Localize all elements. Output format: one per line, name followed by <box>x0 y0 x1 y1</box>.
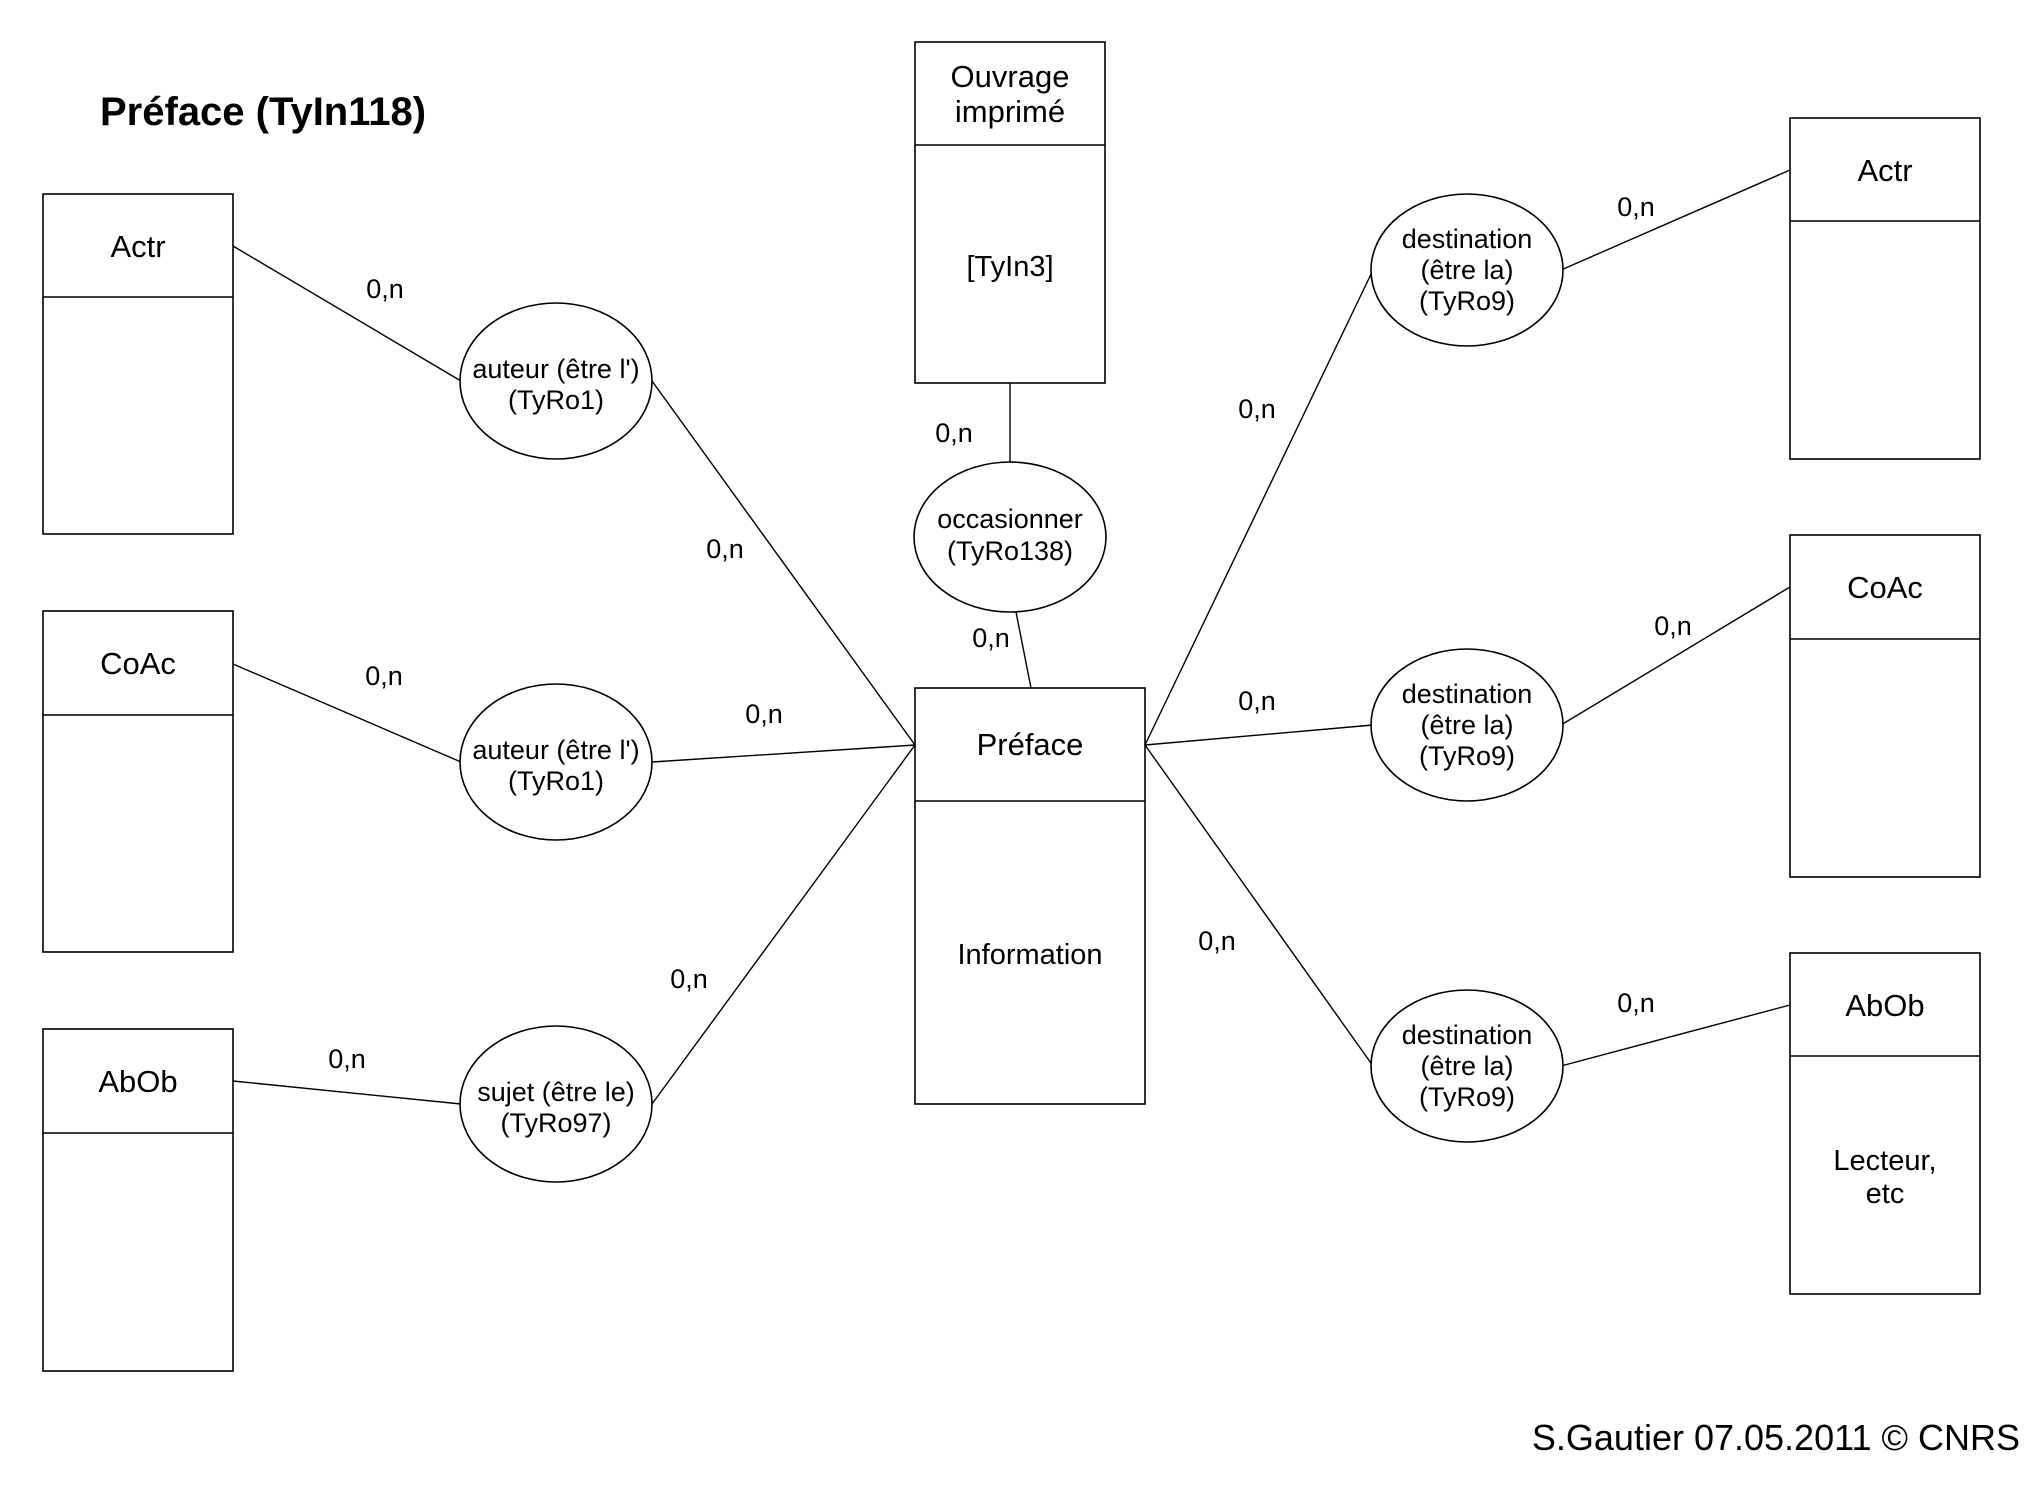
cardinality-actr-auteur: 0,n <box>366 274 404 304</box>
entity-actr-left: Actr <box>42 193 234 535</box>
entity-ouvrage-imprime: Ouvrage imprimé [TyIn3] <box>914 41 1106 384</box>
connector-preface-dest3 <box>1144 744 1374 1067</box>
relation-label-line-1: destination <box>1402 224 1533 254</box>
relation-label-line-2: (TyRo138) <box>947 536 1073 566</box>
cardinality-abob-sujet: 0,n <box>328 1044 366 1074</box>
cardinality-preface-dest1: 0,n <box>1238 394 1276 424</box>
entity-coac-right: CoAc <box>1789 534 1981 878</box>
entity-title: Préface <box>977 727 1084 762</box>
relation-label-line-2: (TyRo1) <box>508 385 604 415</box>
connector-actr-auteur <box>232 245 462 382</box>
connector-coac-auteur <box>232 663 462 763</box>
entity-attribute-line-1: Lecteur, <box>1833 1145 1936 1177</box>
connector-auteur-preface <box>651 380 916 746</box>
cardinality-coac-auteur: 0,n <box>365 661 403 691</box>
relation-label-line-2: (être la) <box>1420 710 1513 740</box>
cardinality-preface-dest2: 0,n <box>1238 686 1276 716</box>
relation-occasionner: occasionner (TyRo138) <box>913 461 1107 613</box>
relation-label-line-1: destination <box>1402 679 1533 709</box>
cardinality-dest3-abob: 0,n <box>1617 988 1655 1018</box>
entity-preface: Préface Information <box>914 687 1146 1105</box>
entity-abob-left: AbOb <box>42 1028 234 1372</box>
entity-attribute: Information <box>957 939 1102 971</box>
entity-title: AbOb <box>98 1064 177 1099</box>
connector-preface-dest1 <box>1144 269 1374 746</box>
connector-abob-sujet <box>232 1080 462 1105</box>
cardinality-sujet-preface: 0,n <box>670 964 708 994</box>
cardinality-labels: 0,n 0,n 0,n 0,n 0,n 0,n 0,n 0,n 0,n 0,n … <box>328 192 1692 1074</box>
connector-sujet-preface <box>651 744 916 1105</box>
connector-dest3-abob <box>1560 1004 1791 1067</box>
entity-actr-right: Actr <box>1789 117 1981 460</box>
relation-auteur-2: auteur (être l') (TyRo1) <box>459 683 653 841</box>
relation-label-line-1: occasionner <box>937 504 1083 534</box>
relation-label-line-2: (TyRo1) <box>508 766 604 796</box>
connectors <box>232 169 1791 1105</box>
relation-label-line-3: (TyRo9) <box>1419 741 1515 771</box>
entity-coac-left: CoAc <box>42 610 234 953</box>
relation-sujet: sujet (être le) (TyRo97) <box>459 1025 653 1183</box>
cardinality-auteur2-preface: 0,n <box>745 699 783 729</box>
entity-abob-right: AbOb Lecteur, etc <box>1789 952 1981 1295</box>
relation-label-line-1: destination <box>1402 1020 1533 1050</box>
connector-occasionner-preface <box>1015 611 1032 689</box>
connector-dest1-actr <box>1560 169 1791 271</box>
entity-title: Actr <box>1857 153 1912 188</box>
entity-title: AbOb <box>1845 988 1924 1023</box>
relation-auteur-1: auteur (être l') (TyRo1) <box>459 302 653 460</box>
relation-label-line-3: (TyRo9) <box>1419 1082 1515 1112</box>
entity-title: Actr <box>110 229 165 264</box>
relation-label-line-1: auteur (être l') <box>472 735 639 765</box>
relation-label-line-2: (TyRo97) <box>500 1108 611 1138</box>
relation-label-line-1: auteur (être l') <box>472 354 639 384</box>
cardinality-auteur-preface: 0,n <box>706 534 744 564</box>
credit-line: S.Gautier 07.05.2011 © CNRS <box>1532 1417 2020 1458</box>
relation-label-line-2: (être la) <box>1420 255 1513 285</box>
cardinality-ouvrage-occasionner: 0,n <box>935 418 973 448</box>
entity-attribute: [TyIn3] <box>966 251 1053 283</box>
entity-title-line-1: Ouvrage <box>951 59 1070 94</box>
relation-destination-2: destination (être la) (TyRo9) <box>1370 648 1564 802</box>
relation-destination-1: destination (être la) (TyRo9) <box>1370 193 1564 347</box>
entity-title: CoAc <box>1847 570 1923 605</box>
entity-title: CoAc <box>100 646 176 681</box>
cardinality-preface-dest3: 0,n <box>1198 926 1236 956</box>
relation-label-line-2: (être la) <box>1420 1051 1513 1081</box>
relation-destination-3: destination (être la) (TyRo9) <box>1370 989 1564 1143</box>
connector-dest2-coac <box>1560 586 1791 726</box>
connector-preface-dest2 <box>1144 724 1374 746</box>
entity-attribute-line-2: etc <box>1866 1178 1905 1210</box>
connector-auteur2-preface <box>651 744 916 763</box>
diagram-title: Préface (TyIn118) <box>100 90 426 134</box>
relation-label-line-1: sujet (être le) <box>477 1077 635 1107</box>
cardinality-occasionner-preface: 0,n <box>972 623 1010 653</box>
entity-title-line-2: imprimé <box>955 94 1065 129</box>
cardinality-dest2-coac: 0,n <box>1654 611 1692 641</box>
cardinality-dest1-actr: 0,n <box>1617 192 1655 222</box>
relation-label-line-3: (TyRo9) <box>1419 286 1515 316</box>
